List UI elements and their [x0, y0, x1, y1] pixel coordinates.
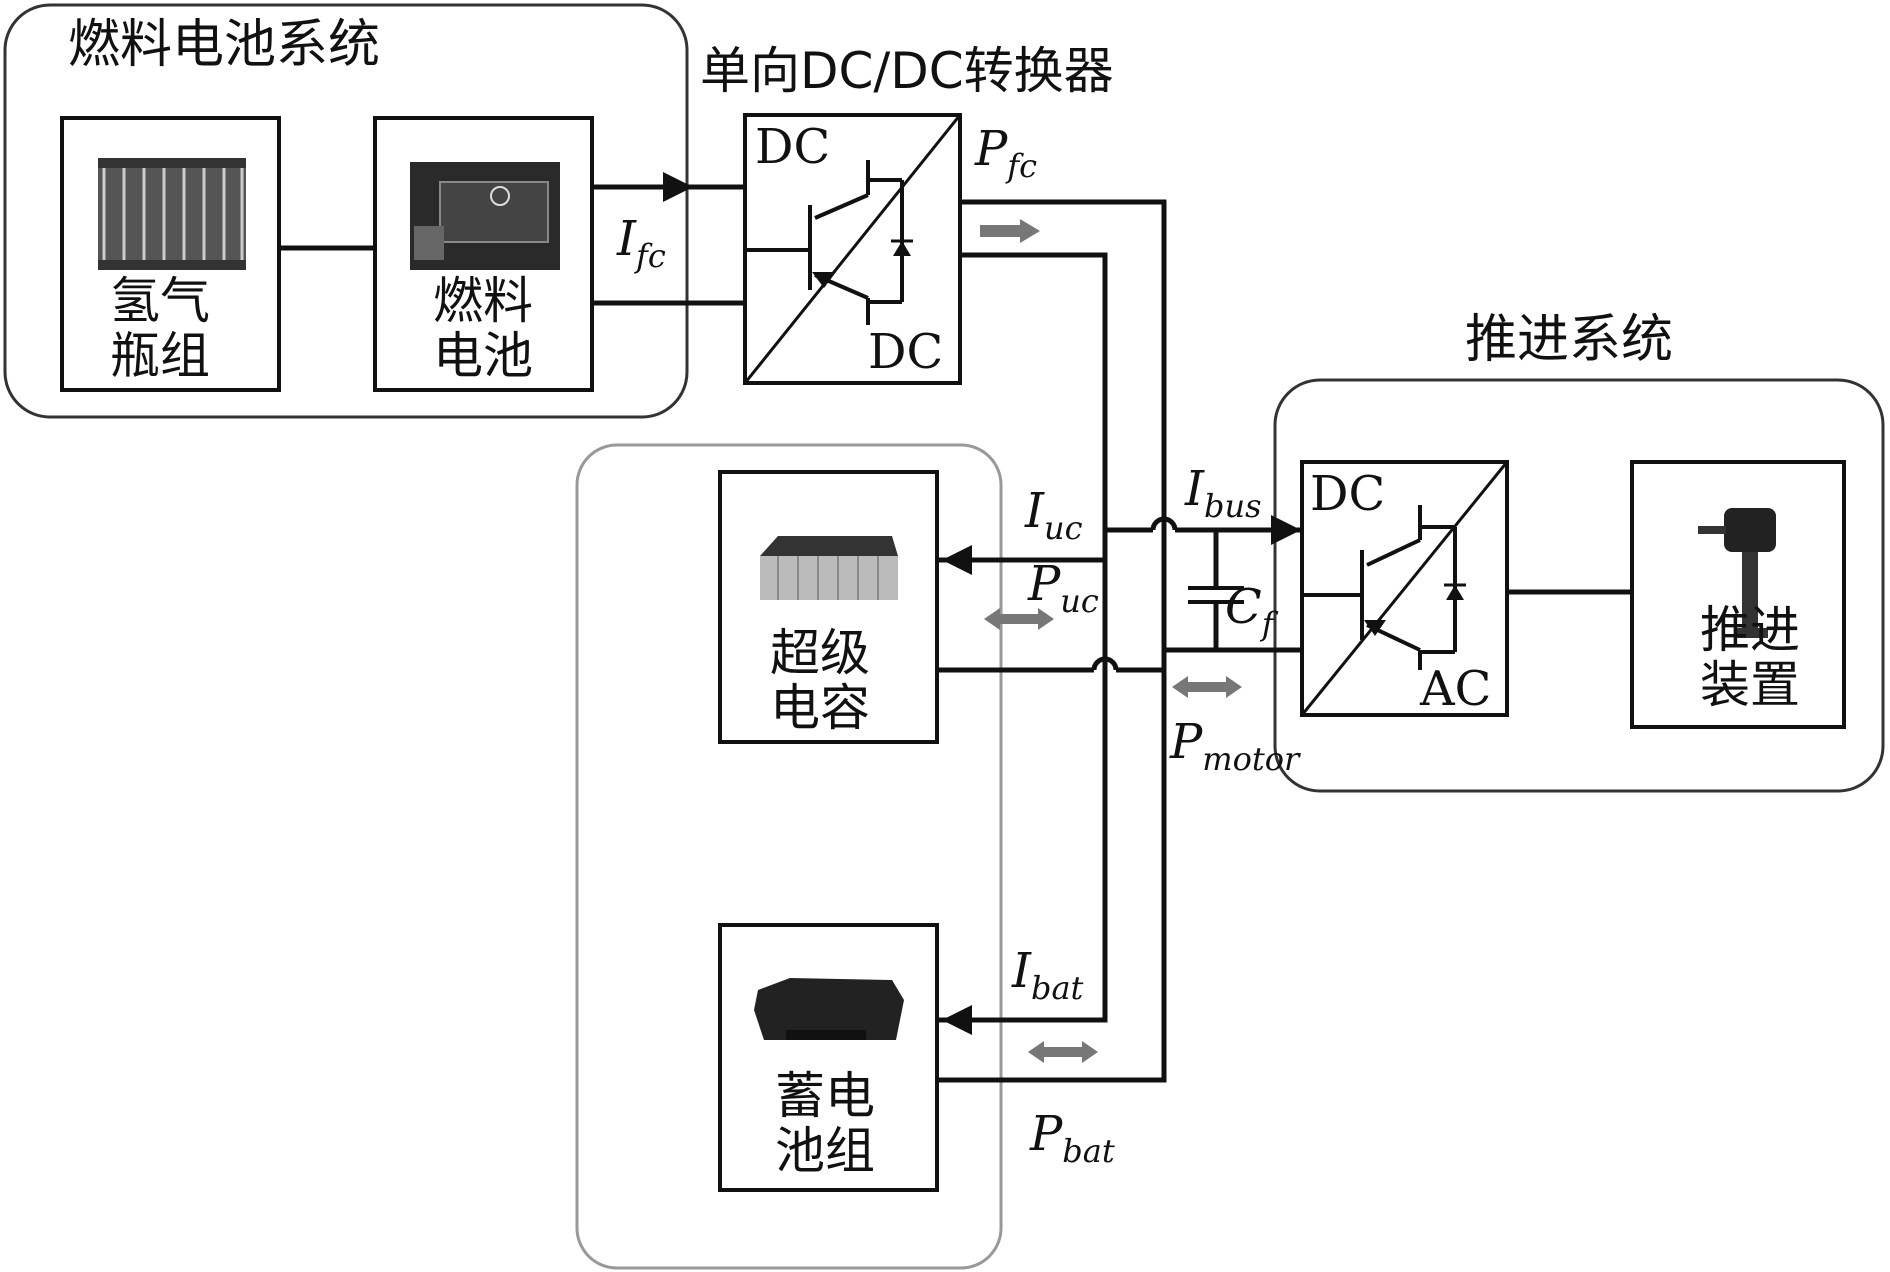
dcdc-diagonal: [743, 114, 962, 384]
dcdc-out-label: DC: [868, 324, 943, 380]
battery-label-2: 池组: [775, 1122, 875, 1180]
storage-group: [575, 443, 1003, 1270]
i-uc-label: Iuc: [1024, 483, 1083, 547]
battery-pack-icon: [754, 978, 904, 1040]
outboard-motor-icon: [1698, 508, 1776, 638]
p-bat-label: Pbat: [1029, 1106, 1115, 1170]
p-motor-label: Pmotor: [1169, 714, 1301, 778]
battery-label-1: 蓄电: [775, 1067, 875, 1125]
inverter-diode-icon: [1446, 585, 1464, 600]
pbat-flow-arrow: [1028, 1041, 1098, 1063]
i-bat-label: Ibat: [1011, 943, 1084, 1007]
supercap-box: [718, 470, 939, 744]
p-uc-label: Puc: [1027, 556, 1099, 620]
hydrogen-tank-icon: [98, 158, 246, 270]
i-bus-label: Ibus: [1184, 461, 1261, 525]
capacitor-symbol: [1188, 586, 1244, 604]
fuel-cell-system-group: [3, 3, 689, 419]
c-f-label: Cf: [1225, 579, 1279, 643]
fuel-cell-system-title: 燃料电池系统: [68, 15, 380, 75]
p-fc-label: Pfc: [974, 121, 1037, 185]
dcdc-diode-icon: [893, 241, 911, 256]
inverter-igbt-arrow: [1364, 620, 1386, 636]
hydrogen-label-1: 氢气: [110, 272, 210, 330]
hydrogen-label-2: 瓶组: [110, 327, 210, 385]
supercap-label-1: 超级: [770, 624, 870, 682]
dcdc-in-label: DC: [755, 119, 830, 175]
inverter-out-label: AC: [1419, 661, 1491, 717]
fuel-cell-icon: [410, 162, 560, 270]
propulsor-label-1: 推进: [1700, 601, 1800, 659]
puc-flow-arrow: [984, 608, 1054, 630]
inverter-in-label: DC: [1310, 466, 1385, 522]
dcdc-igbt-arrow: [812, 272, 836, 288]
fuelcell-label-2: 电池: [433, 327, 533, 385]
supercapacitor-icon: [760, 536, 898, 600]
battery-box: [718, 923, 939, 1192]
fuelcell-label-1: 燃料: [433, 272, 533, 330]
propulsor-label-2: 装置: [1700, 656, 1800, 714]
pmotor-flow-arrow: [1172, 676, 1242, 698]
supercap-label-2: 电容: [770, 679, 870, 737]
propulsion-system-title: 推进系统: [1465, 310, 1673, 370]
dcdc-converter-title: 单向DC/DC转换器: [700, 42, 1114, 100]
pfc-flow-arrow: [980, 219, 1040, 243]
propulsion-system-group: [1273, 378, 1885, 793]
inverter-diagonal: [1300, 461, 1509, 716]
i-fc-label: Ifc: [616, 211, 666, 275]
